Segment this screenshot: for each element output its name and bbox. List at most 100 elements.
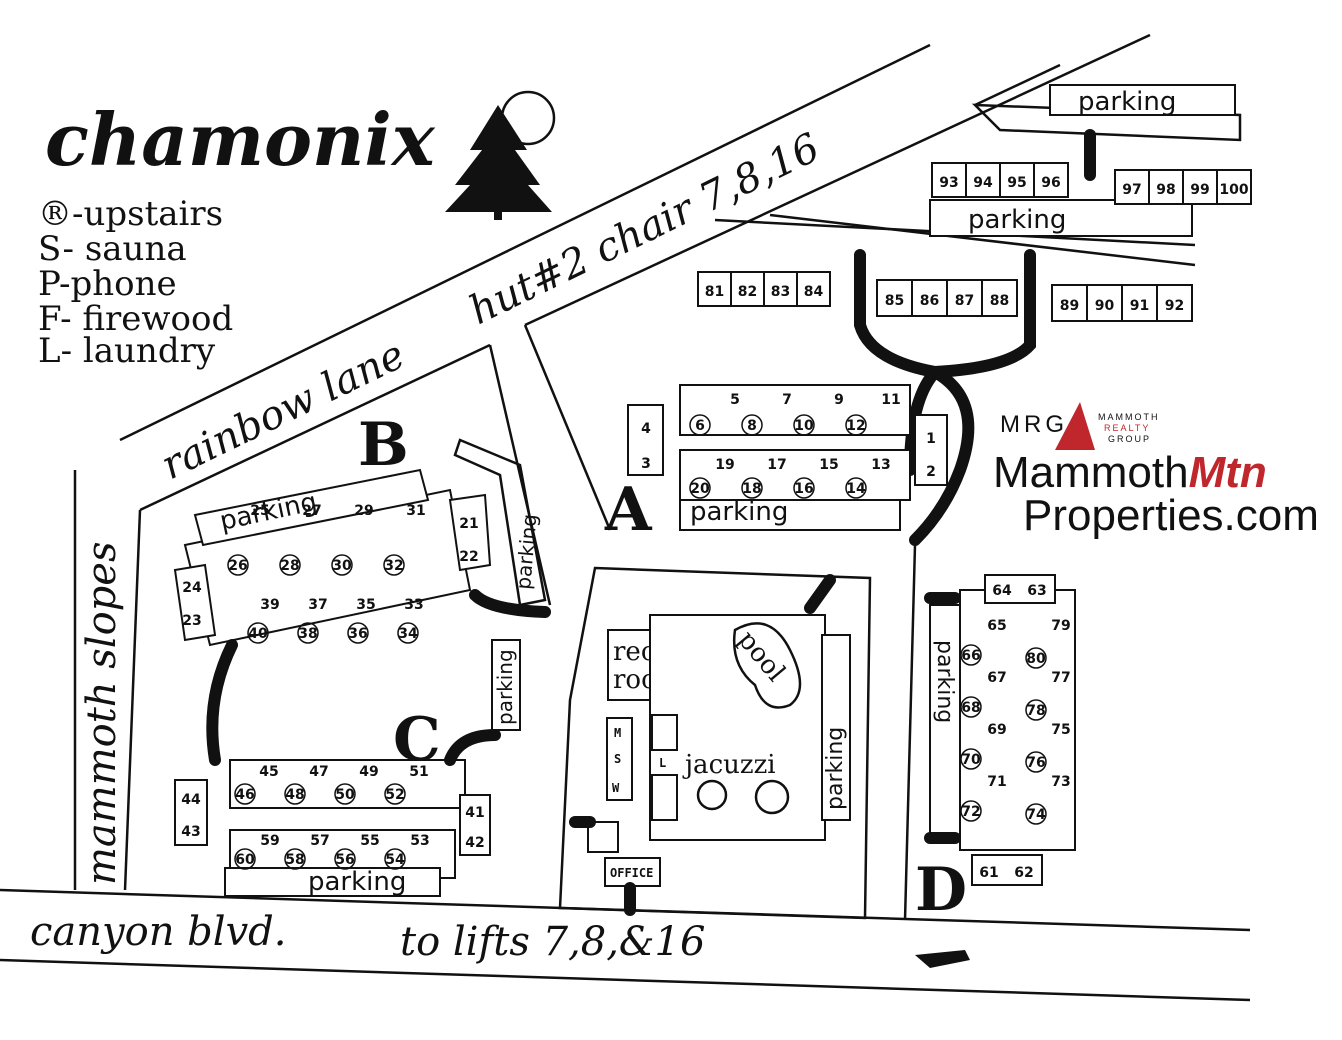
upstairs-marker — [741, 477, 763, 499]
upstairs-marker — [247, 622, 269, 644]
upstairs-marker — [297, 622, 319, 644]
unit-number: 90 — [1095, 298, 1115, 314]
unit-number: 34 — [398, 626, 418, 642]
unit-number: 62 — [1014, 865, 1033, 881]
unit-number: 45 — [259, 764, 278, 780]
unit-number: 84 — [804, 284, 824, 300]
unit-number: 93 — [939, 175, 958, 191]
unit-number: 6 — [695, 418, 705, 434]
upstairs-marker — [384, 848, 406, 870]
unit-number: 10 — [794, 418, 814, 434]
upstairs-marker — [234, 783, 256, 805]
unit-number: 1 — [926, 431, 936, 447]
upstairs-marker — [1025, 647, 1047, 669]
jacuzzi-icon — [696, 779, 790, 815]
unit-number: 46 — [235, 787, 254, 803]
unit-number: 37 — [308, 597, 327, 613]
upstairs-marker — [347, 622, 369, 644]
unit-number: 57 — [310, 833, 329, 849]
unit-number: 11 — [881, 392, 900, 408]
brand-logo: MRG MAMMOTH REALTY GROUP MammothMtn Prop… — [993, 402, 1319, 540]
upstairs-marker — [1025, 803, 1047, 825]
unit-number: 39 — [260, 597, 279, 613]
unit-box — [1033, 162, 1069, 198]
upstairs-marker — [384, 783, 406, 805]
unit-number: 78 — [1026, 703, 1045, 719]
legend-laundry: L- laundry — [38, 331, 216, 371]
building-letter-b: B — [358, 410, 409, 480]
unit-number: 23 — [182, 613, 201, 629]
unit-box — [911, 279, 948, 317]
road-to-lifts: to lifts 7,8,&16 — [400, 919, 705, 965]
unit-number: 44 — [181, 792, 201, 808]
parking-label-top: parking — [1078, 87, 1176, 117]
map-title: chamonix — [45, 97, 436, 182]
unit-number: 25 — [250, 503, 269, 519]
unit-number: 9 — [834, 392, 844, 408]
parking-label-c-side: parking — [493, 649, 517, 725]
unit-number: 66 — [961, 648, 980, 664]
upstairs-marker — [689, 477, 711, 499]
unit-number: 17 — [767, 457, 786, 473]
unit-number: 65 — [987, 618, 1006, 634]
unit-number: 19 — [715, 457, 734, 473]
upstairs-marker — [284, 783, 306, 805]
unit-number: 15 — [819, 457, 838, 473]
unit-number: 89 — [1060, 298, 1079, 314]
unit-number: 61 — [979, 865, 998, 881]
unit-number: 75 — [1051, 722, 1070, 738]
unit-number: 95 — [1007, 175, 1026, 191]
upstairs-marker — [960, 800, 982, 822]
unit-number: 54 — [385, 852, 405, 868]
upstairs-marker — [334, 848, 356, 870]
unit-number: 55 — [360, 833, 379, 849]
upstairs-marker — [741, 414, 763, 436]
unit-number: 33 — [404, 597, 423, 613]
unit-box — [1121, 284, 1158, 322]
building-a: parking A — [604, 384, 948, 545]
unit-number: 70 — [961, 752, 981, 768]
unit-number: 72 — [961, 804, 980, 820]
upstairs-marker — [793, 414, 815, 436]
unit-number: 99 — [1190, 182, 1209, 198]
unit-number: 85 — [885, 293, 904, 309]
unit-number: 94 — [973, 175, 993, 191]
legend: ®-upstairs S- sauna P-phone F- firewood … — [38, 194, 233, 371]
road-lines — [0, 33, 1251, 1002]
upstairs-marker — [689, 414, 711, 436]
unit-number: 73 — [1051, 774, 1070, 790]
unit-number: 26 — [228, 558, 247, 574]
unit-number: 81 — [705, 284, 724, 300]
unit-number: 35 — [356, 597, 375, 613]
unit-number: 97 — [1122, 182, 1141, 198]
unit-number: 59 — [260, 833, 279, 849]
unit-number: 18 — [742, 481, 761, 497]
unit-number: 83 — [771, 284, 790, 300]
building-letter-d: D — [915, 855, 967, 925]
unit-number: 76 — [1026, 755, 1045, 771]
unit-number: 50 — [335, 787, 355, 803]
unit-number: 77 — [1051, 670, 1070, 686]
unit-number: 31 — [406, 503, 425, 519]
unit-number: 4 — [641, 421, 651, 437]
laundry-w: W — [612, 781, 620, 795]
jacuzzi-label: jacuzzi — [682, 750, 776, 780]
unit-number: 88 — [990, 293, 1009, 309]
unit-number: 86 — [920, 293, 939, 309]
unit-number: 27 — [302, 503, 321, 519]
laundry-s: S — [614, 752, 621, 766]
tree-icon — [445, 90, 556, 220]
unit-number: 82 — [738, 284, 757, 300]
unit-number: 7 — [782, 392, 792, 408]
unit-number: 98 — [1156, 182, 1175, 198]
parking-label-b-side: parking — [511, 513, 542, 590]
unit-number: 13 — [871, 457, 890, 473]
legend-firewood: F- firewood — [38, 299, 233, 339]
upstairs-marker — [1025, 699, 1047, 721]
upstairs-marker — [227, 554, 249, 576]
upstairs-marker — [397, 622, 419, 644]
upstairs-marker — [234, 848, 256, 870]
upstairs-marker — [331, 554, 353, 576]
